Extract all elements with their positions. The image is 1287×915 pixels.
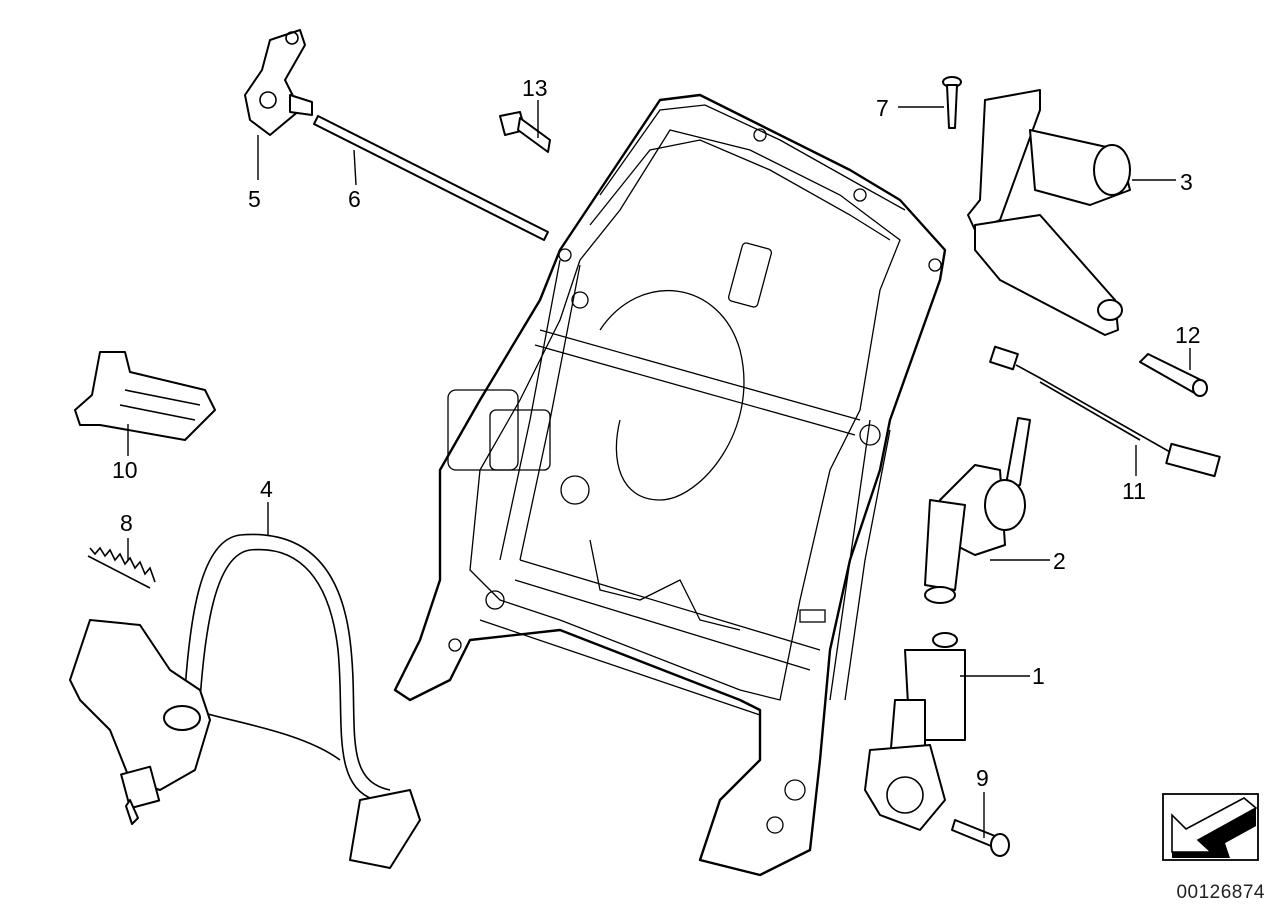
part-7-screw [898,76,962,129]
part-9-bolt [951,792,1010,857]
callout-label: 13 [522,75,548,101]
document-number: 00126874 [1176,882,1265,903]
callout-label: 4 [260,476,273,502]
seat-backrest-frame [393,93,947,877]
callout-label: 12 [1175,322,1201,348]
callout-label: 3 [1180,169,1193,195]
part-2-motor [924,417,1050,604]
part-6-rod [313,115,549,241]
callout-label: 6 [348,186,361,212]
callout-label: 11 [1122,478,1146,504]
part-11-wiring-harness [989,345,1221,478]
part-12-pin [1139,348,1208,397]
part-5-lever-arm [244,29,313,180]
part-8-spring [87,538,156,589]
part-10-bracket [74,351,216,456]
direction-arrow-icon [1162,793,1259,861]
part-4-cable-lumbar-motor [69,502,421,869]
part-13-bolt [499,100,551,153]
callout-label: 7 [876,95,889,121]
part-1-recline-motor-gear [864,632,1030,831]
part-3-motor-bracket [967,89,1176,336]
callout-label: 10 [112,457,138,483]
callout-label: 1 [1032,663,1045,689]
callout-label: 5 [248,186,261,212]
callout-label: 8 [120,510,133,536]
callout-label: 2 [1053,548,1066,574]
callout-label: 9 [976,765,989,791]
